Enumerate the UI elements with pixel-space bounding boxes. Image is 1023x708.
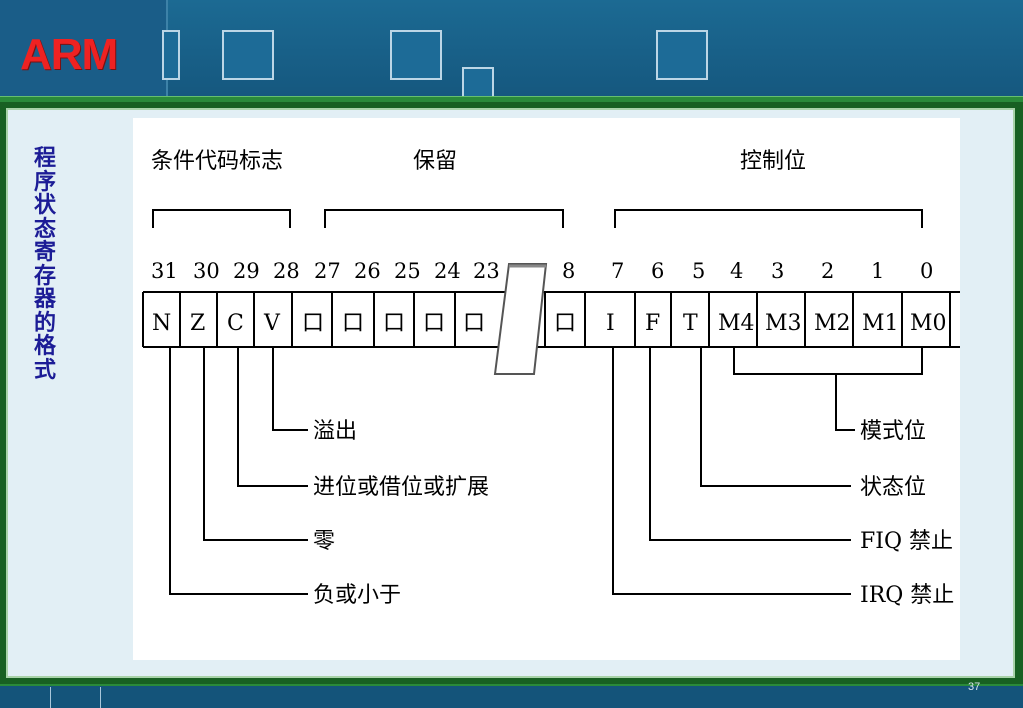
connector-n bbox=[169, 347, 308, 595]
cell-m1: M1 bbox=[862, 311, 899, 336]
group-label-condition-flags: 条件代码标志 bbox=[151, 149, 283, 174]
bit-number: 26 bbox=[354, 259, 381, 283]
decor-square-1 bbox=[162, 30, 180, 80]
group-label-control-bits: 控制位 bbox=[740, 149, 806, 174]
bit-number: 0 bbox=[920, 259, 933, 283]
register-row bbox=[142, 291, 960, 348]
bit-range-break bbox=[493, 263, 548, 375]
label-carry: 进位或借位或扩展 bbox=[313, 475, 489, 500]
bit-number: 2 bbox=[821, 259, 834, 283]
cell-reserved: 口 bbox=[463, 311, 485, 336]
connector-z bbox=[203, 347, 308, 541]
bracket-control bbox=[614, 209, 923, 228]
logo-block: ARM bbox=[0, 0, 168, 100]
connector-c bbox=[237, 347, 308, 487]
bit-number: 28 bbox=[273, 259, 300, 283]
connector-f bbox=[649, 347, 851, 541]
cell-reserved: 口 bbox=[423, 311, 445, 336]
page-number: 37 bbox=[968, 681, 981, 693]
connector-mode-bracket bbox=[733, 347, 923, 375]
bit-number-row: 31 30 29 28 27 26 25 24 23 8 7 6 5 4 3 2… bbox=[151, 259, 933, 283]
label-irq-disable: IRQ 禁止 bbox=[860, 583, 954, 608]
bit-number: 29 bbox=[233, 259, 260, 283]
decor-square-2 bbox=[222, 30, 274, 80]
connector-lines bbox=[169, 347, 923, 595]
flag-labels: 溢出 进位或借位或扩展 零 负或小于 bbox=[313, 419, 489, 608]
control-labels: 模式位 状态位 FIQ 禁止 IRQ 禁止 bbox=[860, 419, 954, 608]
decor-square-3 bbox=[390, 30, 442, 80]
connector-v bbox=[272, 347, 308, 431]
footer-tick bbox=[100, 687, 101, 708]
label-fiq-disable: FIQ 禁止 bbox=[860, 529, 953, 554]
cell-m0: M0 bbox=[910, 311, 947, 336]
group-brackets bbox=[152, 209, 923, 228]
cell-i: I bbox=[606, 311, 615, 336]
bit-number: 30 bbox=[193, 259, 220, 283]
bit-number: 24 bbox=[434, 259, 461, 283]
cell-reserved: 口 bbox=[554, 311, 576, 336]
bit-number: 6 bbox=[651, 259, 664, 283]
cell-reserved: 口 bbox=[342, 311, 364, 336]
decor-square-4 bbox=[462, 67, 494, 98]
cell-z: Z bbox=[190, 311, 205, 336]
bit-number: 31 bbox=[151, 259, 178, 283]
connector-mode bbox=[835, 374, 855, 431]
bracket-condition bbox=[152, 209, 291, 228]
bit-number: 7 bbox=[611, 259, 624, 283]
label-state-bit: 状态位 bbox=[860, 475, 926, 500]
footer-tick bbox=[50, 687, 51, 708]
connector-t bbox=[700, 347, 851, 487]
label-negative: 负或小于 bbox=[313, 583, 401, 608]
arm-logo: ARM bbox=[20, 30, 118, 79]
cell-t: T bbox=[683, 311, 698, 336]
bit-number: 1 bbox=[871, 259, 884, 283]
cell-reserved: 口 bbox=[302, 311, 324, 336]
label-overflow: 溢出 bbox=[313, 419, 357, 444]
cell-v: V bbox=[263, 311, 281, 336]
group-label-reserved: 保留 bbox=[413, 149, 457, 174]
side-title: 程序状态寄存器的格式 bbox=[33, 145, 56, 383]
bit-number: 23 bbox=[473, 259, 500, 283]
decor-square-5 bbox=[656, 30, 708, 80]
bit-number: 27 bbox=[314, 259, 341, 283]
cell-c: C bbox=[227, 311, 244, 336]
cell-m3: M3 bbox=[765, 311, 802, 336]
bit-number: 25 bbox=[394, 259, 421, 283]
label-mode-bits: 模式位 bbox=[860, 419, 926, 444]
connector-i bbox=[612, 347, 851, 595]
bracket-reserved bbox=[324, 209, 564, 228]
bit-number: 8 bbox=[562, 259, 575, 283]
label-zero: 零 bbox=[313, 529, 335, 554]
register-cells: N Z C V 口 口 口 口 口 口 I F T M4 M3 M2 M1 M0 bbox=[152, 311, 947, 336]
psr-diagram-svg: 条件代码标志 保留 控制位 31 30 29 28 27 26 25 24 23… bbox=[142, 149, 960, 608]
footer-bar bbox=[0, 684, 1023, 708]
cell-f: F bbox=[645, 311, 660, 336]
cell-reserved: 口 bbox=[383, 311, 405, 336]
psr-diagram: 条件代码标志 保留 控制位 31 30 29 28 27 26 25 24 23… bbox=[133, 118, 960, 660]
cell-n: N bbox=[152, 311, 171, 336]
bit-number: 3 bbox=[771, 259, 784, 283]
bit-number: 4 bbox=[730, 259, 743, 283]
cell-m2: M2 bbox=[814, 311, 851, 336]
bit-number: 5 bbox=[692, 259, 705, 283]
header-banner: ARM bbox=[0, 0, 1023, 100]
cell-m4: M4 bbox=[718, 311, 755, 336]
